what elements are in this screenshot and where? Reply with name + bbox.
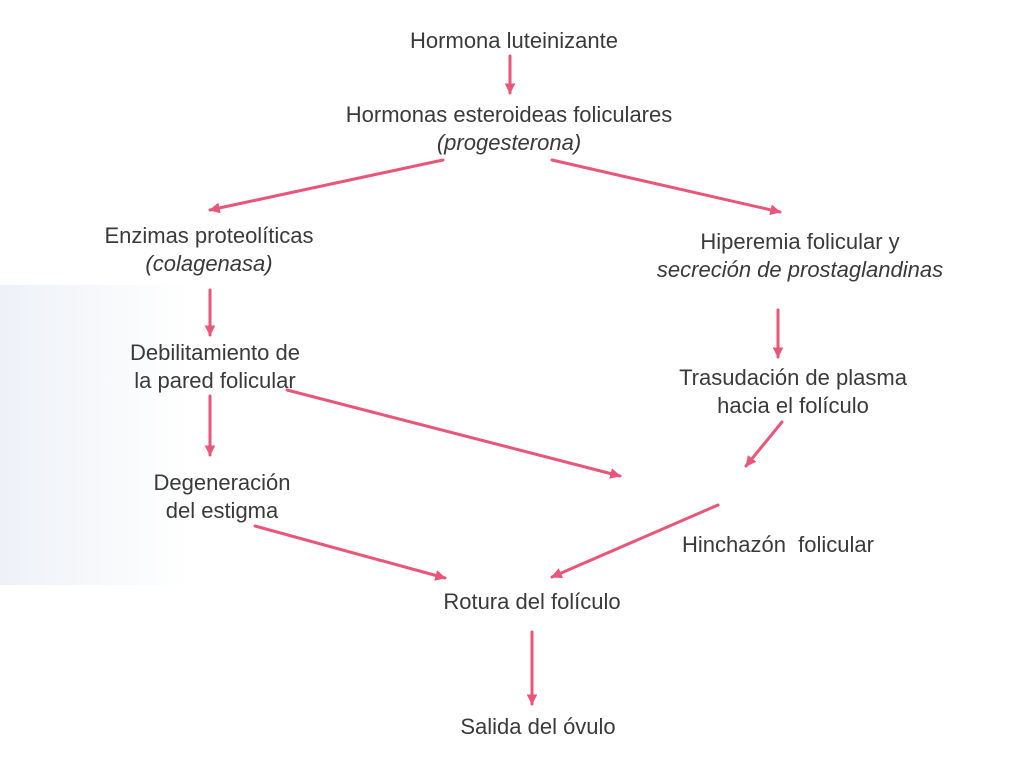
node-label: Hinchazón folicular	[682, 532, 874, 557]
node-proteolytic-enzymes: Enzimas proteolíticas (colagenasa)	[104, 222, 313, 278]
node-stigma-degeneration: Degeneración del estigma	[154, 469, 291, 525]
node-label: Hiperemia folicular y	[700, 229, 900, 254]
node-label: Rotura del folículo	[443, 589, 621, 614]
arrow-swelling-to-rupture	[550, 503, 720, 579]
node-sublabel: (progesterona)	[436, 130, 582, 155]
node-label: Enzimas proteolíticas	[104, 223, 314, 248]
node-follicular-steroids: Hormonas esteroideas foliculares (proges…	[346, 101, 673, 157]
node-label: Hormonas esteroideas foliculares	[345, 102, 673, 127]
node-follicular-swelling: Hinchazón folicular	[682, 475, 874, 615]
arrow-steroids-to-enzymes	[208, 158, 445, 214]
node-follicle-rupture: Rotura del folículo	[443, 588, 620, 616]
node-label: Degeneración	[153, 470, 291, 495]
node-label: Debilitamiento de	[130, 340, 300, 365]
node-label: hacia el folículo	[717, 393, 869, 418]
node-luteinizing-hormone: Hormona luteinizante	[410, 27, 618, 55]
background-haze	[0, 285, 190, 585]
node-ovum-release: Salida del óvulo	[460, 713, 615, 741]
node-sublabel: secreción de prostaglandinas	[656, 257, 944, 282]
node-wall-weakening: Debilitamiento de la pared folicular	[130, 339, 300, 395]
arrow-degeneration-to-rupture	[253, 524, 447, 581]
node-label: la pared folicular	[134, 368, 296, 393]
node-label: del estigma	[165, 498, 279, 523]
arrow-transudation-to-swelling	[744, 420, 784, 468]
node-follicular-hyperemia: Hiperemia folicular y secreción de prost…	[657, 228, 943, 284]
node-sublabel: (colagenasa)	[145, 251, 273, 276]
node-label: Salida del óvulo	[460, 714, 616, 739]
node-label: Hormona luteinizante	[410, 28, 618, 53]
arrow-steroids-to-hyperemia	[550, 158, 782, 216]
node-label: Trasudación de plasma	[679, 365, 907, 390]
arrow-weakening-to-swelling	[285, 388, 622, 479]
node-plasma-transudation: Trasudación de plasma hacia el folículo	[679, 364, 907, 420]
